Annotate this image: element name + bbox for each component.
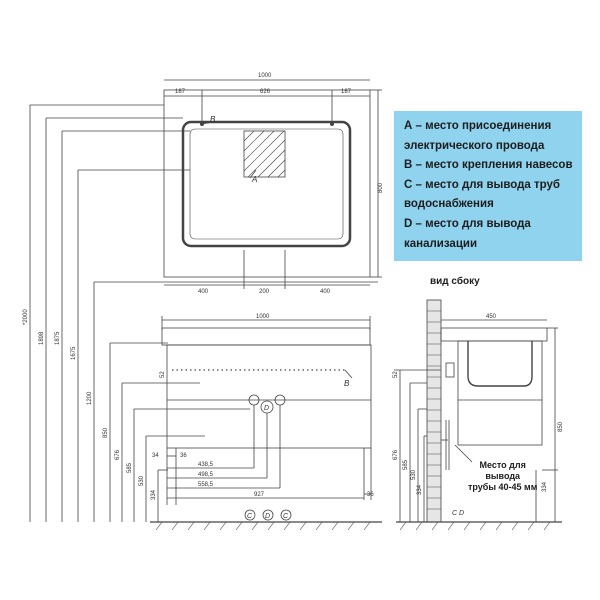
front-d438-label: 438,5: [198, 462, 214, 468]
height-dim-676: 676: [115, 449, 121, 460]
side-h334b-label: 334: [542, 481, 548, 492]
drain-note-line-3: трубы 40-45 мм: [468, 482, 538, 492]
front-d927-label: 927: [254, 492, 265, 498]
side-view-title: вид сбоку: [430, 276, 480, 287]
front-d34-label: 34: [152, 453, 159, 459]
front-view-cabinet: [166, 344, 372, 449]
front-h52-label: 52: [160, 371, 166, 378]
drain-note: Место для вывода трубы 40-45 мм: [468, 460, 537, 493]
height-dim-1875: 1875: [55, 331, 61, 345]
front-view-countertop: [161, 327, 371, 346]
legend-line-d2: канализации: [404, 237, 478, 250]
side-depth-label: 450: [486, 314, 497, 320]
side-h334-label: 334: [417, 484, 423, 495]
front-label-b: B: [344, 379, 350, 388]
front-d36-label: 36: [180, 453, 187, 459]
legend-line-d1: D – место для вывода: [404, 217, 531, 230]
height-dim-850: 850: [103, 427, 109, 438]
top-bottom-left-label: 400: [198, 289, 209, 295]
top-width-label: 1000: [258, 73, 272, 79]
front-marker-c2: C: [283, 513, 289, 520]
height-dim-1898: 1898: [39, 331, 45, 345]
side-view-wall: [426, 299, 442, 523]
top-view-outline: [163, 89, 371, 278]
front-width-label: 1000: [256, 314, 270, 320]
hatch-area-a: [243, 130, 286, 178]
front-marker-c1: C: [247, 513, 253, 520]
height-dim-1675: 1675: [71, 346, 77, 360]
height-dim-2000: *2000: [23, 309, 29, 325]
top-seg-mid-label: 626: [260, 89, 271, 95]
top-bottom-right-label: 400: [320, 289, 331, 295]
side-view-countertop: [440, 327, 548, 342]
side-h850-label: 850: [558, 421, 564, 432]
drain-note-line-2: вывода: [485, 471, 521, 481]
drain-note-line-1: Место для: [479, 460, 526, 470]
front-marker-d: D: [265, 513, 270, 520]
top-view-basin: [181, 120, 352, 248]
height-dim-530: 530: [139, 475, 145, 486]
front-d36b-label: 36: [367, 492, 374, 498]
height-dim-1200: 1200: [87, 391, 93, 405]
top-seg-left-label: 187: [175, 89, 186, 95]
legend-line-c1: С – место для вывода труб: [404, 178, 561, 191]
height-dim-334: 334: [151, 489, 157, 500]
legend-line-a2: электрического провода: [404, 139, 545, 152]
side-view-cabinet: [457, 340, 543, 446]
legend-line-a1: А – место присоединения: [404, 120, 552, 132]
legend-line-b: В – место крепления навесов: [404, 159, 573, 172]
top-bottom-mid-label: 200: [259, 289, 270, 295]
top-seg-right-label: 187: [341, 89, 352, 95]
front-d498-label: 498,5: [198, 472, 214, 478]
side-markers-cd: C D: [452, 510, 464, 517]
top-label-b: B: [210, 115, 216, 124]
top-label-a: A: [251, 175, 257, 184]
side-h585-label: 585: [403, 459, 409, 470]
side-h530-label: 530: [411, 469, 417, 480]
legend-box: А – место присоединения электрического п…: [394, 111, 582, 261]
front-d558-label: 558,5: [198, 482, 214, 488]
top-height-label: 800: [378, 182, 384, 193]
side-h676-label: 676: [393, 449, 399, 460]
side-h52-label: 52: [393, 371, 399, 378]
height-dim-585: 585: [127, 462, 133, 473]
legend-line-c2: водоснабжения: [404, 198, 494, 211]
front-label-d: D: [264, 405, 269, 412]
